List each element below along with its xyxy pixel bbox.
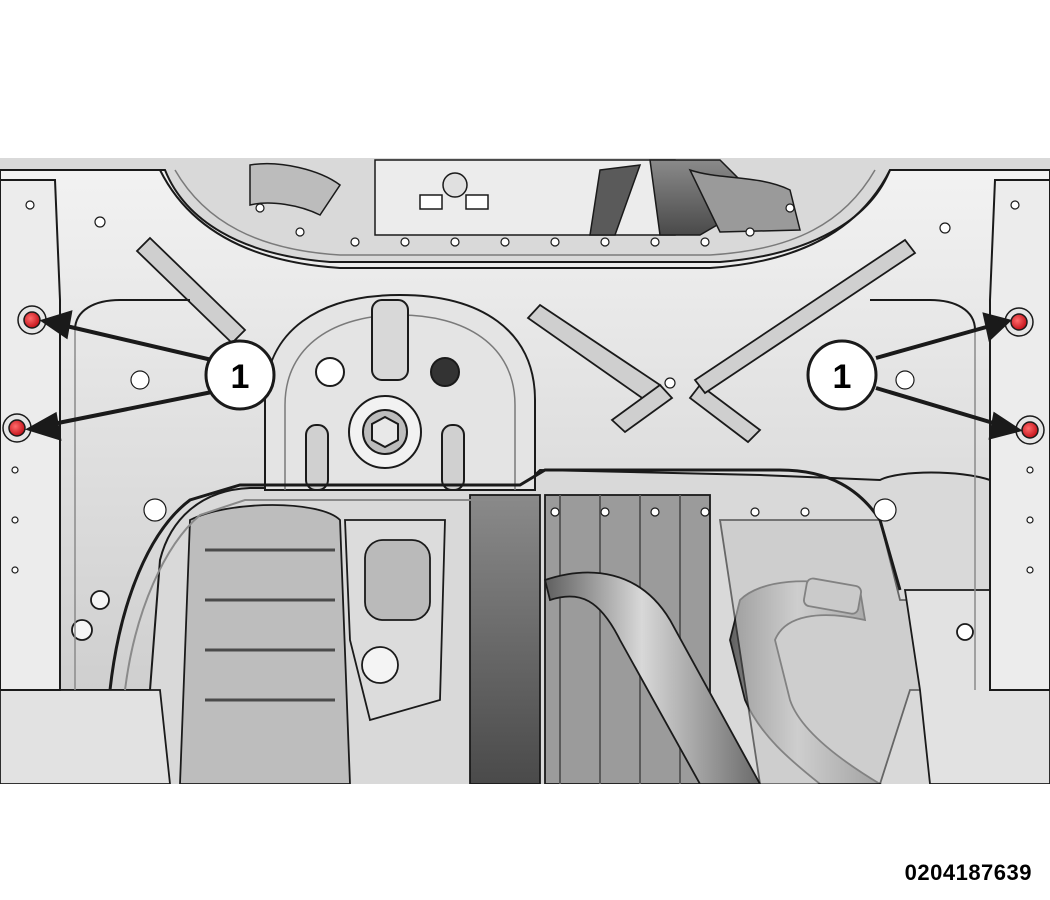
- stamped-recesses: [135, 236, 917, 444]
- rivet-holes: [11, 200, 1034, 574]
- callout-left: 1: [204, 339, 276, 411]
- center-mount: [264, 293, 536, 491]
- bolt-left-upper: [23, 311, 41, 329]
- callout-bubble: [806, 339, 878, 411]
- callout-bubble: [204, 339, 276, 411]
- figure-id: 0204187639: [904, 860, 1032, 885]
- leader-arrows: [24, 310, 1023, 441]
- illustration: [0, 158, 1050, 784]
- upper-components: [249, 159, 801, 236]
- mounting-bolts: [2, 305, 1045, 445]
- callout-label: 1: [231, 358, 250, 396]
- lower-components: [0, 468, 1050, 784]
- bolt-right-lower: [1021, 421, 1039, 439]
- callout-right: 1: [806, 339, 878, 411]
- bolt-left-lower: [8, 419, 26, 437]
- bolt-right-upper: [1010, 313, 1028, 331]
- callout-label: 1: [833, 358, 852, 396]
